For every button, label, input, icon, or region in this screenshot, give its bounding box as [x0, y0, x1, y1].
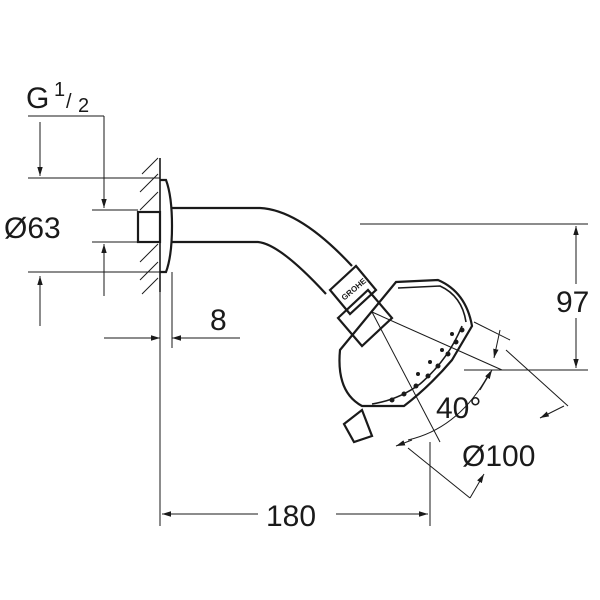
spray-angle-label: 40° [436, 392, 481, 425]
flange-diameter-label: Ø63 [4, 212, 61, 245]
projection-label: 180 [266, 500, 316, 533]
thread-label-slash: / [66, 91, 72, 113]
spray-angle-dimension [371, 311, 503, 447]
shower-arm [172, 206, 353, 295]
thread-label-denominator: 2 [78, 95, 89, 117]
head-diameter-dimension [407, 321, 569, 499]
drop-dimension [360, 223, 588, 371]
thread-dimension [28, 115, 160, 326]
head-diameter-label: Ø100 [462, 440, 535, 473]
wall-flange [136, 178, 174, 274]
thread-label-numerator: 1 [54, 79, 65, 101]
drop-label: 97 [556, 286, 589, 319]
thread-label-prefix: G [26, 82, 49, 115]
wall-gap-label: 8 [210, 304, 227, 337]
spray-nozzles [389, 327, 465, 403]
brand-logo: GROHE [340, 276, 369, 302]
projection-dimension [159, 292, 431, 526]
wall-gap-dimension [104, 272, 240, 348]
